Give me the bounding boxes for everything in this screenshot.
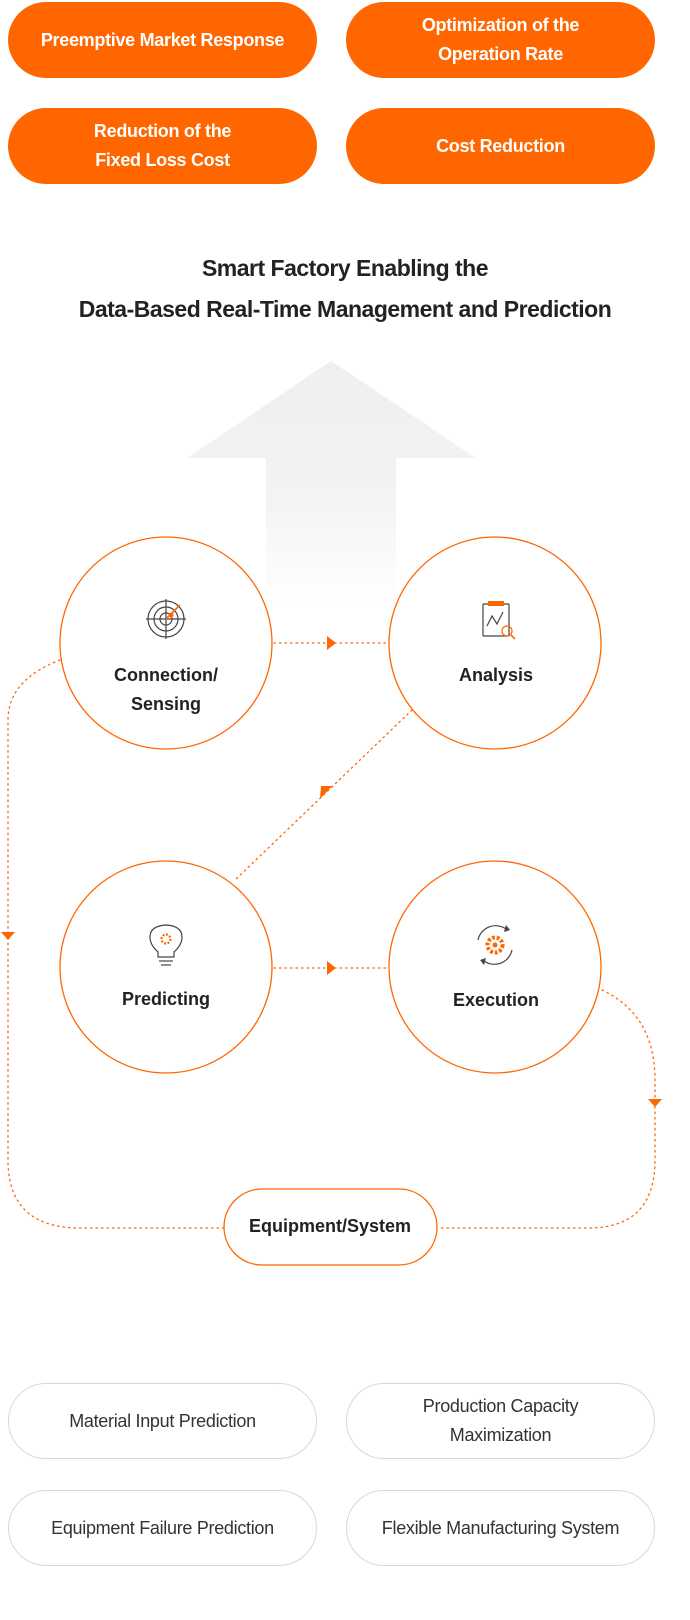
benefit-pill-market-response: Preemptive Market Response [8,2,317,78]
step-label-execution: Execution [453,990,539,1010]
application-pill-failure-prediction: Equipment Failure Prediction [8,1490,317,1566]
application-label: Production Capacity Maximization [422,1396,579,1445]
application-pill-flexible-manufacturing: Flexible Manufacturing System [346,1490,655,1566]
application-pill-capacity: Production Capacity Maximization [346,1383,655,1459]
application-label: Flexible Manufacturing System [381,1517,620,1538]
arrowhead-down-left [320,786,332,799]
benefit-label: Preemptive Market Response [40,29,285,50]
benefit-label: Cost Reduction [436,135,565,156]
benefit-pill-operation-rate: Optimization of the Operation Rate [346,2,655,78]
arrowhead-right [327,636,336,650]
application-label: Material Input Prediction [69,1410,256,1431]
radar-icon [146,599,186,639]
lightbulb-icon [149,924,183,966]
step-label-sensing-line2: Sensing [131,694,201,714]
connector-system-to-sensing [7,659,225,1229]
benefit-label: Reduction of the Fixed Loss Cost [93,121,232,170]
step-label-predicting: Predicting [122,989,210,1009]
arrowhead-down [648,1099,662,1107]
step-circle-execution [388,860,602,1074]
chart-magnifier-icon [482,601,516,640]
benefit-pill-fixed-loss: Reduction of the Fixed Loss Cost [8,108,317,184]
gear-cycle-icon [477,925,513,965]
connector-execution-to-system [439,989,656,1229]
arrowhead-down [1,932,15,940]
step-label-sensing-line1: Connection/ [114,665,218,685]
diagram-title: Smart Factory Enabling the Data-Based Re… [78,255,612,322]
step-label-analysis: Analysis [459,665,533,685]
arrowhead-right [327,961,336,975]
benefit-pill-cost-reduction: Cost Reduction [346,108,655,184]
step-circle-analysis [388,536,602,750]
application-pill-material-input: Material Input Prediction [8,1383,317,1459]
system-pill-label: Equipment/System [249,1216,411,1236]
step-circle-predicting [59,860,273,1074]
system-pill [223,1188,438,1266]
step-circle-sensing [59,536,273,750]
benefit-label: Optimization of the Operation Rate [421,15,580,64]
upward-arrow [187,361,476,605]
application-label: Equipment Failure Prediction [51,1517,274,1538]
